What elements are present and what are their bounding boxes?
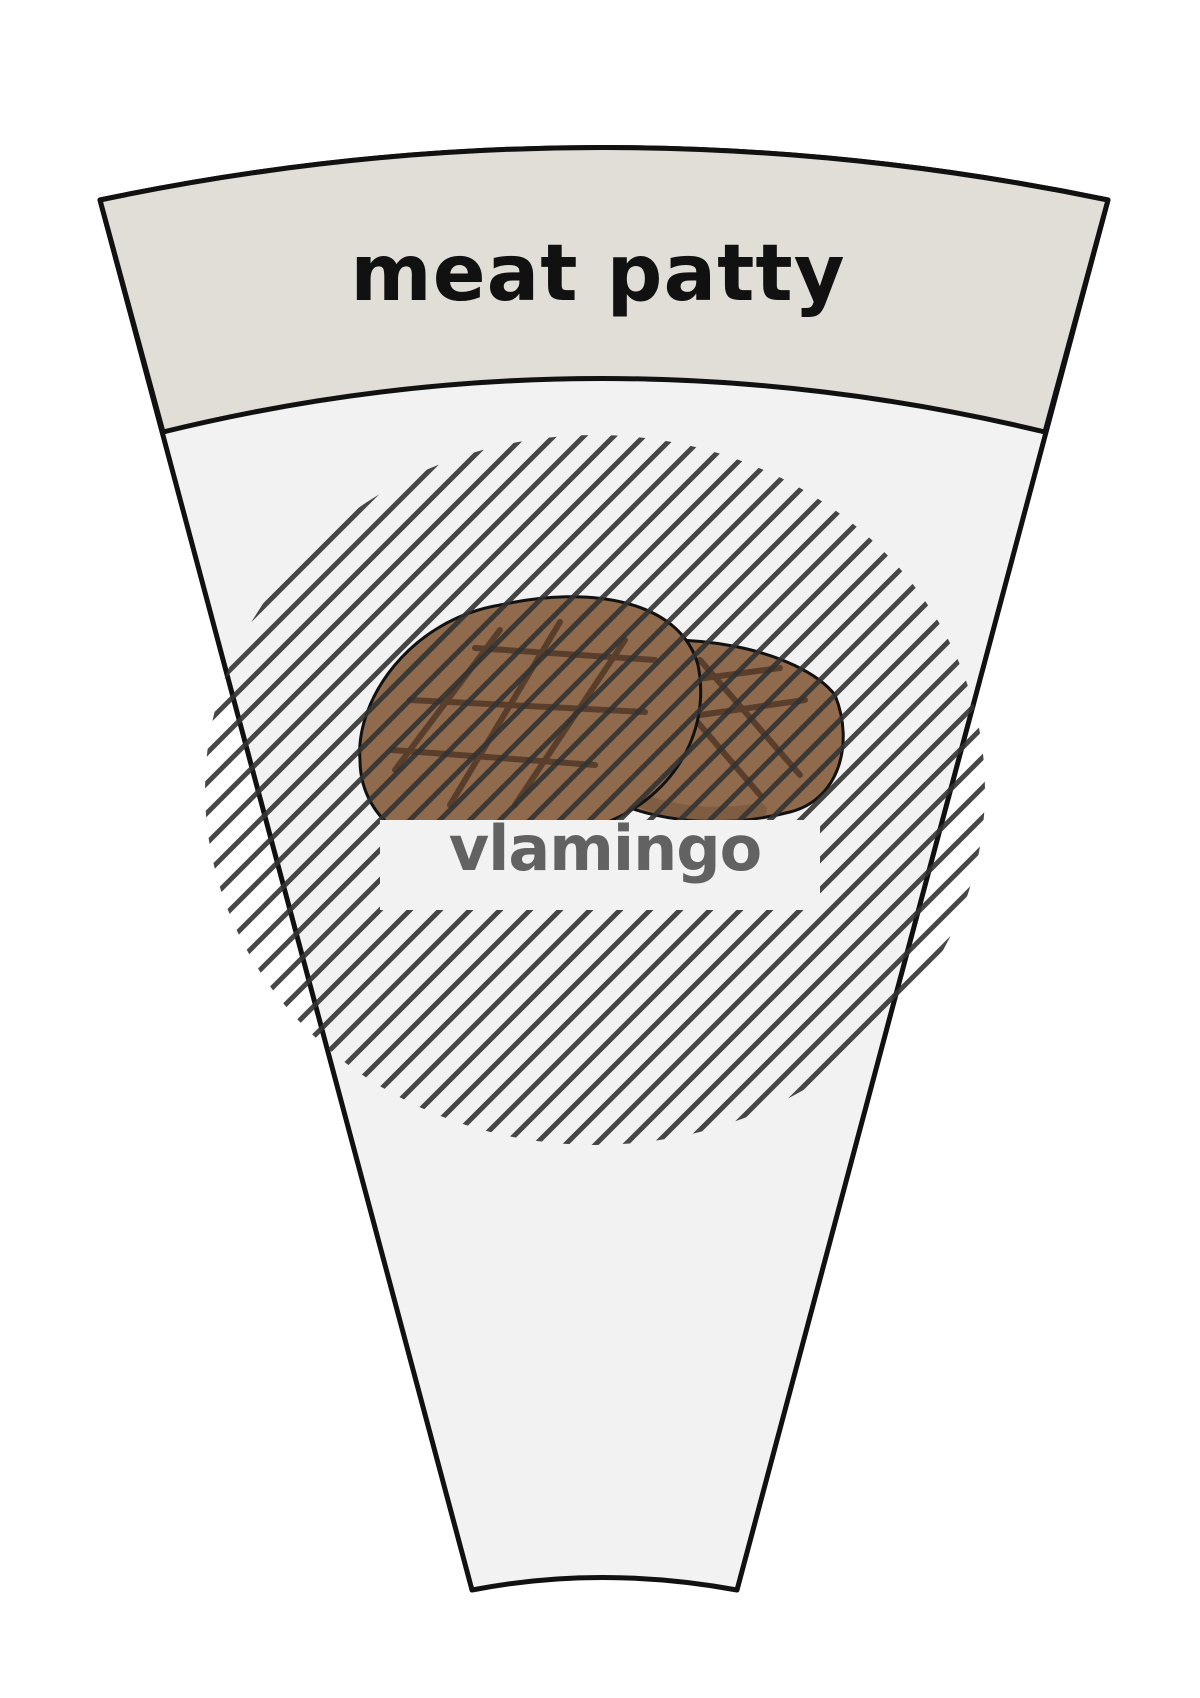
hatch-line: [205, 435, 763, 1145]
hatch-line: [597, 435, 985, 1145]
hatch-line: [507, 435, 985, 1145]
hatch-line: [205, 435, 793, 1145]
hatch-line: [205, 435, 943, 1145]
hatch-gap: [380, 820, 820, 910]
hatch-line: [537, 435, 985, 1145]
hatch-line: [627, 435, 985, 1145]
hatch-line: [207, 435, 985, 1145]
hatch-line: [205, 435, 973, 1145]
hatch-line: [387, 435, 985, 1145]
hatch-line: [205, 435, 985, 1145]
hatch-line: [297, 435, 985, 1145]
watermark-text: vlamingo: [449, 812, 761, 885]
hatch-line: [687, 435, 985, 1145]
hatch-line: [327, 435, 985, 1145]
hatch-line: [205, 435, 985, 1145]
hatch-line: [357, 435, 985, 1145]
hatch-line: [237, 435, 985, 1145]
hatch-line: [205, 435, 853, 1145]
hatch-line: [205, 435, 913, 1145]
card-header: [97, 145, 1111, 435]
hatch-line: [205, 435, 985, 1145]
hatch-line: [205, 435, 823, 1145]
hatch-line: [657, 435, 985, 1145]
hatch-line: [205, 435, 883, 1145]
hatch-line: [205, 435, 733, 1145]
hatch-line: [205, 435, 985, 1145]
hatch-line: [567, 435, 985, 1145]
card-title: meat patty: [350, 229, 845, 319]
hatch-line: [447, 435, 985, 1145]
hatch-line: [417, 435, 985, 1145]
hatch-line: [267, 435, 985, 1145]
